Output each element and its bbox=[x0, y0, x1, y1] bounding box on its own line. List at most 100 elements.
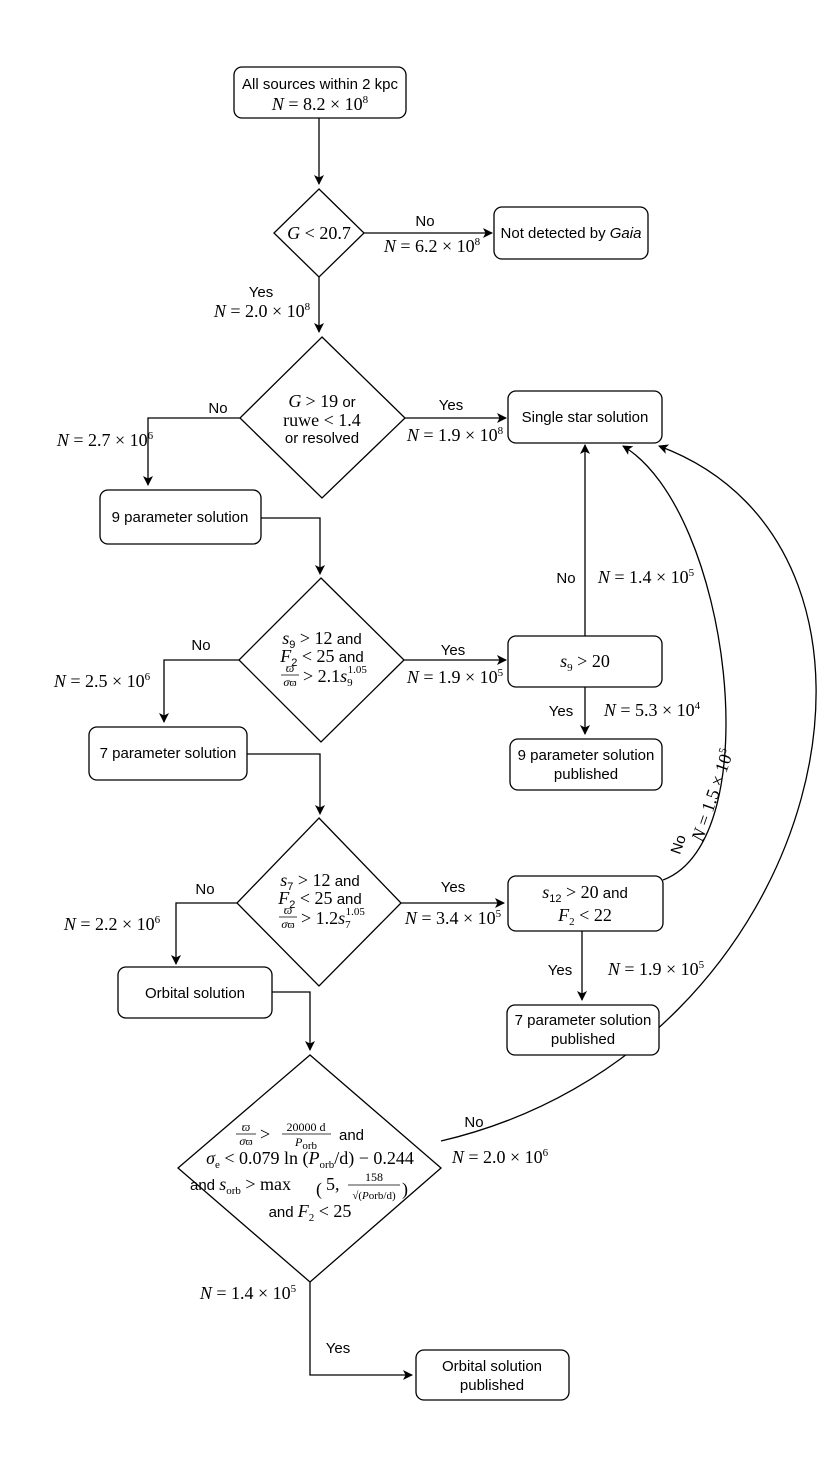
label-d5-yes: Yes bbox=[326, 1340, 350, 1357]
label-s9-yes-count: N = 5.3 × 104 bbox=[603, 700, 701, 720]
label-d1-yes: Yes bbox=[249, 284, 273, 301]
decision-g-magnitude-text: G < 20.7 bbox=[287, 223, 351, 243]
node-s9-check: s9 > 20 bbox=[507, 635, 663, 688]
label-d1-no-count: N = 6.2 × 108 bbox=[383, 236, 481, 256]
edge-orbital-to-d5 bbox=[272, 991, 315, 1051]
svg-text:√(Porb/d): √(Porb/d) bbox=[352, 1190, 396, 1202]
edge-d3-no bbox=[159, 659, 239, 723]
label-d5-no: No bbox=[464, 1114, 483, 1131]
decision-seven-param-criteria: s7 > 12 and F2 < 25 and ϖ σϖ > 1.2s71.05 bbox=[236, 817, 402, 987]
node-seven-parameter-text: 7 parameter solution bbox=[100, 745, 237, 762]
node-all-sources: All sources within 2 kpc N = 8.2 × 108 bbox=[233, 66, 407, 119]
node-not-detected-text: Not detected by Gaia bbox=[501, 225, 642, 242]
label-s9-no: No bbox=[556, 570, 575, 587]
label-d2-yes: Yes bbox=[439, 397, 463, 414]
node-orbital-published: Orbital solution published bbox=[415, 1349, 570, 1401]
node-s12-check-line2: F2 < 22 bbox=[557, 905, 612, 928]
edge-seven-to-d4 bbox=[247, 753, 325, 815]
label-d3-no: No bbox=[191, 637, 210, 654]
label-d2-no: No bbox=[208, 400, 227, 417]
svg-text:(: ( bbox=[316, 1179, 322, 1200]
node-seven-published: 7 parameter solution published bbox=[506, 1004, 660, 1056]
node-s9-check-text: s9 > 20 bbox=[560, 651, 610, 674]
node-nine-published: 9 parameter solution published bbox=[509, 738, 663, 791]
svg-text:and sorb > max: and sorb > max bbox=[190, 1174, 291, 1197]
label-d2-yes-count: N = 1.9 × 108 bbox=[406, 425, 504, 445]
edge-nine-to-d3 bbox=[261, 517, 325, 575]
node-orbital-published-line1: Orbital solution bbox=[442, 1358, 542, 1375]
edge-labels: No N = 6.2 × 108 Yes N = 2.0 × 108 No N … bbox=[53, 213, 738, 1357]
decision-ruwe-line2: ruwe < 1.4 bbox=[283, 410, 361, 430]
label-d4-no: No bbox=[195, 881, 214, 898]
label-d1-no: No bbox=[415, 213, 434, 230]
decision-d5-line1: ϖ σϖ > 20000 d Porb and bbox=[236, 1120, 364, 1152]
label-d4-no-count: N = 2.2 × 106 bbox=[63, 914, 161, 934]
label-s12-no-count: N = 1.5 × 105 bbox=[687, 746, 738, 845]
node-single-star-text: Single star solution bbox=[522, 409, 649, 426]
svg-text:σϖ: σϖ bbox=[281, 917, 294, 931]
decision-d5-line4: and F2 < 25 bbox=[269, 1201, 352, 1224]
label-d4-yes-count: N = 3.4 × 105 bbox=[404, 908, 502, 928]
decision-nine-param-criteria: s9 > 12 and F2 < 25 and ϖ σϖ > 2.1s91.05 bbox=[238, 577, 405, 743]
decision-d4-line2: F2 < 25 and bbox=[277, 888, 361, 911]
node-nine-published-line2: published bbox=[554, 766, 618, 783]
label-d1-yes-count: N = 2.0 × 108 bbox=[213, 301, 311, 321]
node-seven-published-line1: 7 parameter solution bbox=[515, 1012, 652, 1029]
decision-g-magnitude: G < 20.7 bbox=[273, 188, 365, 278]
label-s9-no-count: N = 1.4 × 105 bbox=[597, 567, 695, 587]
svg-text:σϖ: σϖ bbox=[239, 1134, 252, 1148]
node-orbital: Orbital solution bbox=[117, 966, 273, 1019]
svg-text:and: and bbox=[339, 1127, 364, 1144]
svg-text:σϖ: σϖ bbox=[283, 675, 296, 689]
svg-text:>: > bbox=[260, 1124, 270, 1144]
label-d3-yes-count: N = 1.9 × 105 bbox=[406, 667, 504, 687]
node-single-star: Single star solution bbox=[507, 390, 663, 444]
edge-d4-no bbox=[171, 902, 237, 965]
svg-text:ϖ: ϖ bbox=[286, 661, 295, 675]
label-s12-no: No bbox=[668, 833, 690, 857]
svg-text:158: 158 bbox=[365, 1170, 383, 1184]
label-d4-yes: Yes bbox=[441, 879, 465, 896]
svg-text:20000 d: 20000 d bbox=[287, 1120, 326, 1134]
node-orbital-published-line2: published bbox=[460, 1377, 524, 1394]
node-all-sources-count: N = 8.2 × 108 bbox=[271, 94, 369, 114]
node-nine-parameter-text: 9 parameter solution bbox=[112, 509, 249, 526]
svg-text:ϖ: ϖ bbox=[242, 1120, 251, 1134]
svg-text:ϖ: ϖ bbox=[284, 903, 293, 917]
edge-d2-no bbox=[143, 417, 240, 486]
decision-ruwe-line1: G > 19 or bbox=[288, 391, 355, 411]
label-s9-yes: Yes bbox=[549, 703, 573, 720]
label-s12-yes-count: N = 1.9 × 105 bbox=[607, 959, 705, 979]
label-d5-yes-count: N = 1.4 × 105 bbox=[199, 1283, 297, 1303]
decision-d4-line1: s7 > 12 and bbox=[280, 870, 360, 893]
node-nine-published-line1: 9 parameter solution bbox=[518, 747, 655, 764]
decision-d5-line3: and sorb > max ( 5, 158 √(Porb/d) ) bbox=[190, 1170, 408, 1202]
node-s12-check-line1: s12 > 20 and bbox=[542, 882, 628, 905]
node-all-sources-line1: All sources within 2 kpc bbox=[242, 76, 398, 93]
node-seven-published-line2: published bbox=[551, 1031, 615, 1048]
decision-d3-line1: s9 > 12 and bbox=[282, 628, 362, 651]
connectors bbox=[143, 118, 817, 1380]
decision-ruwe-line3: or resolved bbox=[285, 430, 359, 447]
node-orbital-text: Orbital solution bbox=[145, 985, 245, 1002]
label-d3-yes: Yes bbox=[441, 642, 465, 659]
edge-d5-no bbox=[440, 444, 817, 1142]
label-d2-no-count: N = 2.7 × 106 bbox=[56, 430, 154, 450]
decision-orbital-criteria: ϖ σϖ > 20000 d Porb and σe < 0.079 ln (P… bbox=[177, 1054, 442, 1283]
node-not-detected: Not detected by Gaia bbox=[493, 206, 649, 260]
edge-d5-yes bbox=[309, 1282, 413, 1380]
node-s12-check: s12 > 20 and F2 < 22 bbox=[507, 875, 664, 932]
label-d5-no-count: N = 2.0 × 106 bbox=[451, 1147, 549, 1167]
decision-d3-line2: F2 < 25 and bbox=[279, 646, 363, 669]
decision-ruwe: G > 19 or ruwe < 1.4 or resolved bbox=[239, 336, 406, 499]
label-d3-no-count: N = 2.5 × 106 bbox=[53, 671, 151, 691]
edge-s12-no bbox=[622, 445, 727, 881]
node-nine-parameter: 9 parameter solution bbox=[99, 489, 262, 545]
label-s12-yes: Yes bbox=[548, 962, 572, 979]
svg-text:5,: 5, bbox=[326, 1174, 340, 1194]
node-seven-parameter: 7 parameter solution bbox=[88, 726, 248, 781]
decision-d5-line2: σe < 0.079 ln (Porb/d) − 0.244 bbox=[206, 1148, 414, 1171]
svg-text:): ) bbox=[402, 1179, 408, 1200]
svg-text:Porb: Porb bbox=[294, 1135, 318, 1152]
